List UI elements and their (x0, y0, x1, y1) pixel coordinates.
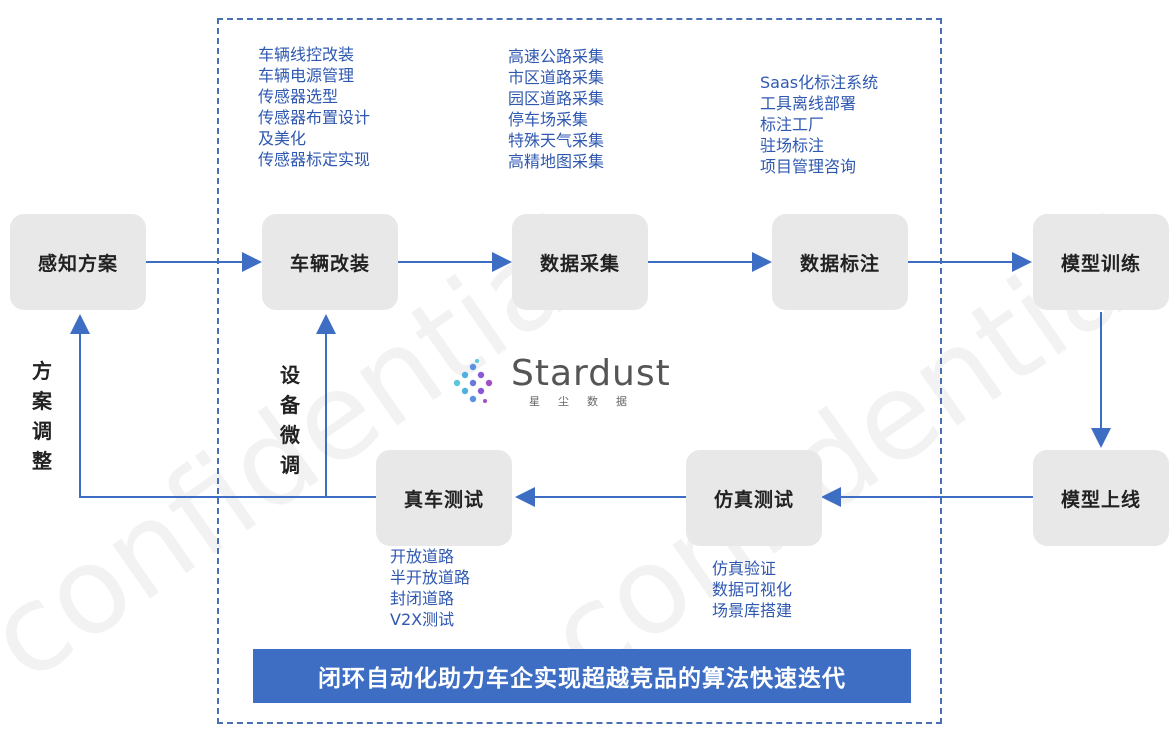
list-item: 停车场采集 (508, 110, 589, 129)
list-item: 市区道路采集 (508, 68, 605, 87)
node-collection: 数据采集 (512, 214, 648, 310)
list-item: 传感器布置设计 (258, 108, 371, 127)
list-item: 车辆线控改装 (258, 45, 355, 64)
list-item: 项目管理咨询 (760, 157, 857, 176)
collection-list: 高速公路采集 市区道路采集 园区道路采集 停车场采集 特殊天气采集 高精地图采集 (508, 46, 604, 172)
modification-list: 车辆线控改装 车辆电源管理 传感器选型 传感器布置设计 及美化 传感器标定实现 (258, 44, 370, 170)
list-item: 及美化 (258, 129, 307, 148)
simulation-list: 仿真验证 数据可视化 场景库搭建 (712, 558, 792, 621)
arrow-plan-adjust-loop (70, 314, 376, 498)
labeling-list: Saas化标注系统 工具离线部署 标注工厂 驻场标注 项目管理咨询 (760, 72, 878, 177)
list-item: 传感器标定实现 (258, 150, 371, 169)
road-test-list: 开放道路 半开放道路 封闭道路 V2X测试 (390, 546, 470, 630)
node-training: 模型训练 (1033, 214, 1169, 310)
node-deploy: 模型上线 (1033, 450, 1169, 546)
list-item: 园区道路采集 (508, 89, 605, 108)
plan-adjust-label: 方 案 调 整 (32, 359, 52, 473)
list-item: 车辆电源管理 (258, 66, 355, 85)
list-item: Saas化标注系统 (760, 73, 879, 92)
node-road-test: 真车测试 (376, 450, 512, 546)
list-item: 传感器选型 (258, 87, 339, 106)
closed-loop-frame (217, 18, 942, 724)
stardust-logo-icon (453, 359, 493, 403)
list-item: 开放道路 (390, 547, 455, 566)
list-item: 仿真验证 (712, 559, 777, 578)
list-item: 高精地图采集 (508, 152, 605, 171)
list-item: 特殊天气采集 (508, 131, 605, 150)
device-tune-label: 设 备 微 调 (280, 363, 300, 477)
list-item: 半开放道路 (390, 568, 471, 587)
slogan-banner: 闭环自动化助力车企实现超越竞品的算法快速迭代 (253, 649, 911, 703)
list-item: 工具离线部署 (760, 94, 857, 113)
logo-subtitle: 星尘数据 (529, 395, 645, 408)
list-item: 数据可视化 (712, 580, 793, 599)
list-item: V2X测试 (390, 610, 455, 629)
stardust-logo: Stardust 星尘数据 (447, 353, 687, 411)
node-labeling: 数据标注 (772, 214, 908, 310)
list-item: 高速公路采集 (508, 47, 605, 66)
logo-wordmark: Stardust (511, 353, 671, 394)
node-perception: 感知方案 (10, 214, 146, 310)
list-item: 封闭道路 (390, 589, 455, 608)
list-item: 标注工厂 (760, 115, 825, 134)
list-item: 场景库搭建 (712, 601, 793, 620)
node-simulation: 仿真测试 (686, 450, 822, 546)
list-item: 驻场标注 (760, 136, 825, 155)
node-modification: 车辆改装 (262, 214, 398, 310)
